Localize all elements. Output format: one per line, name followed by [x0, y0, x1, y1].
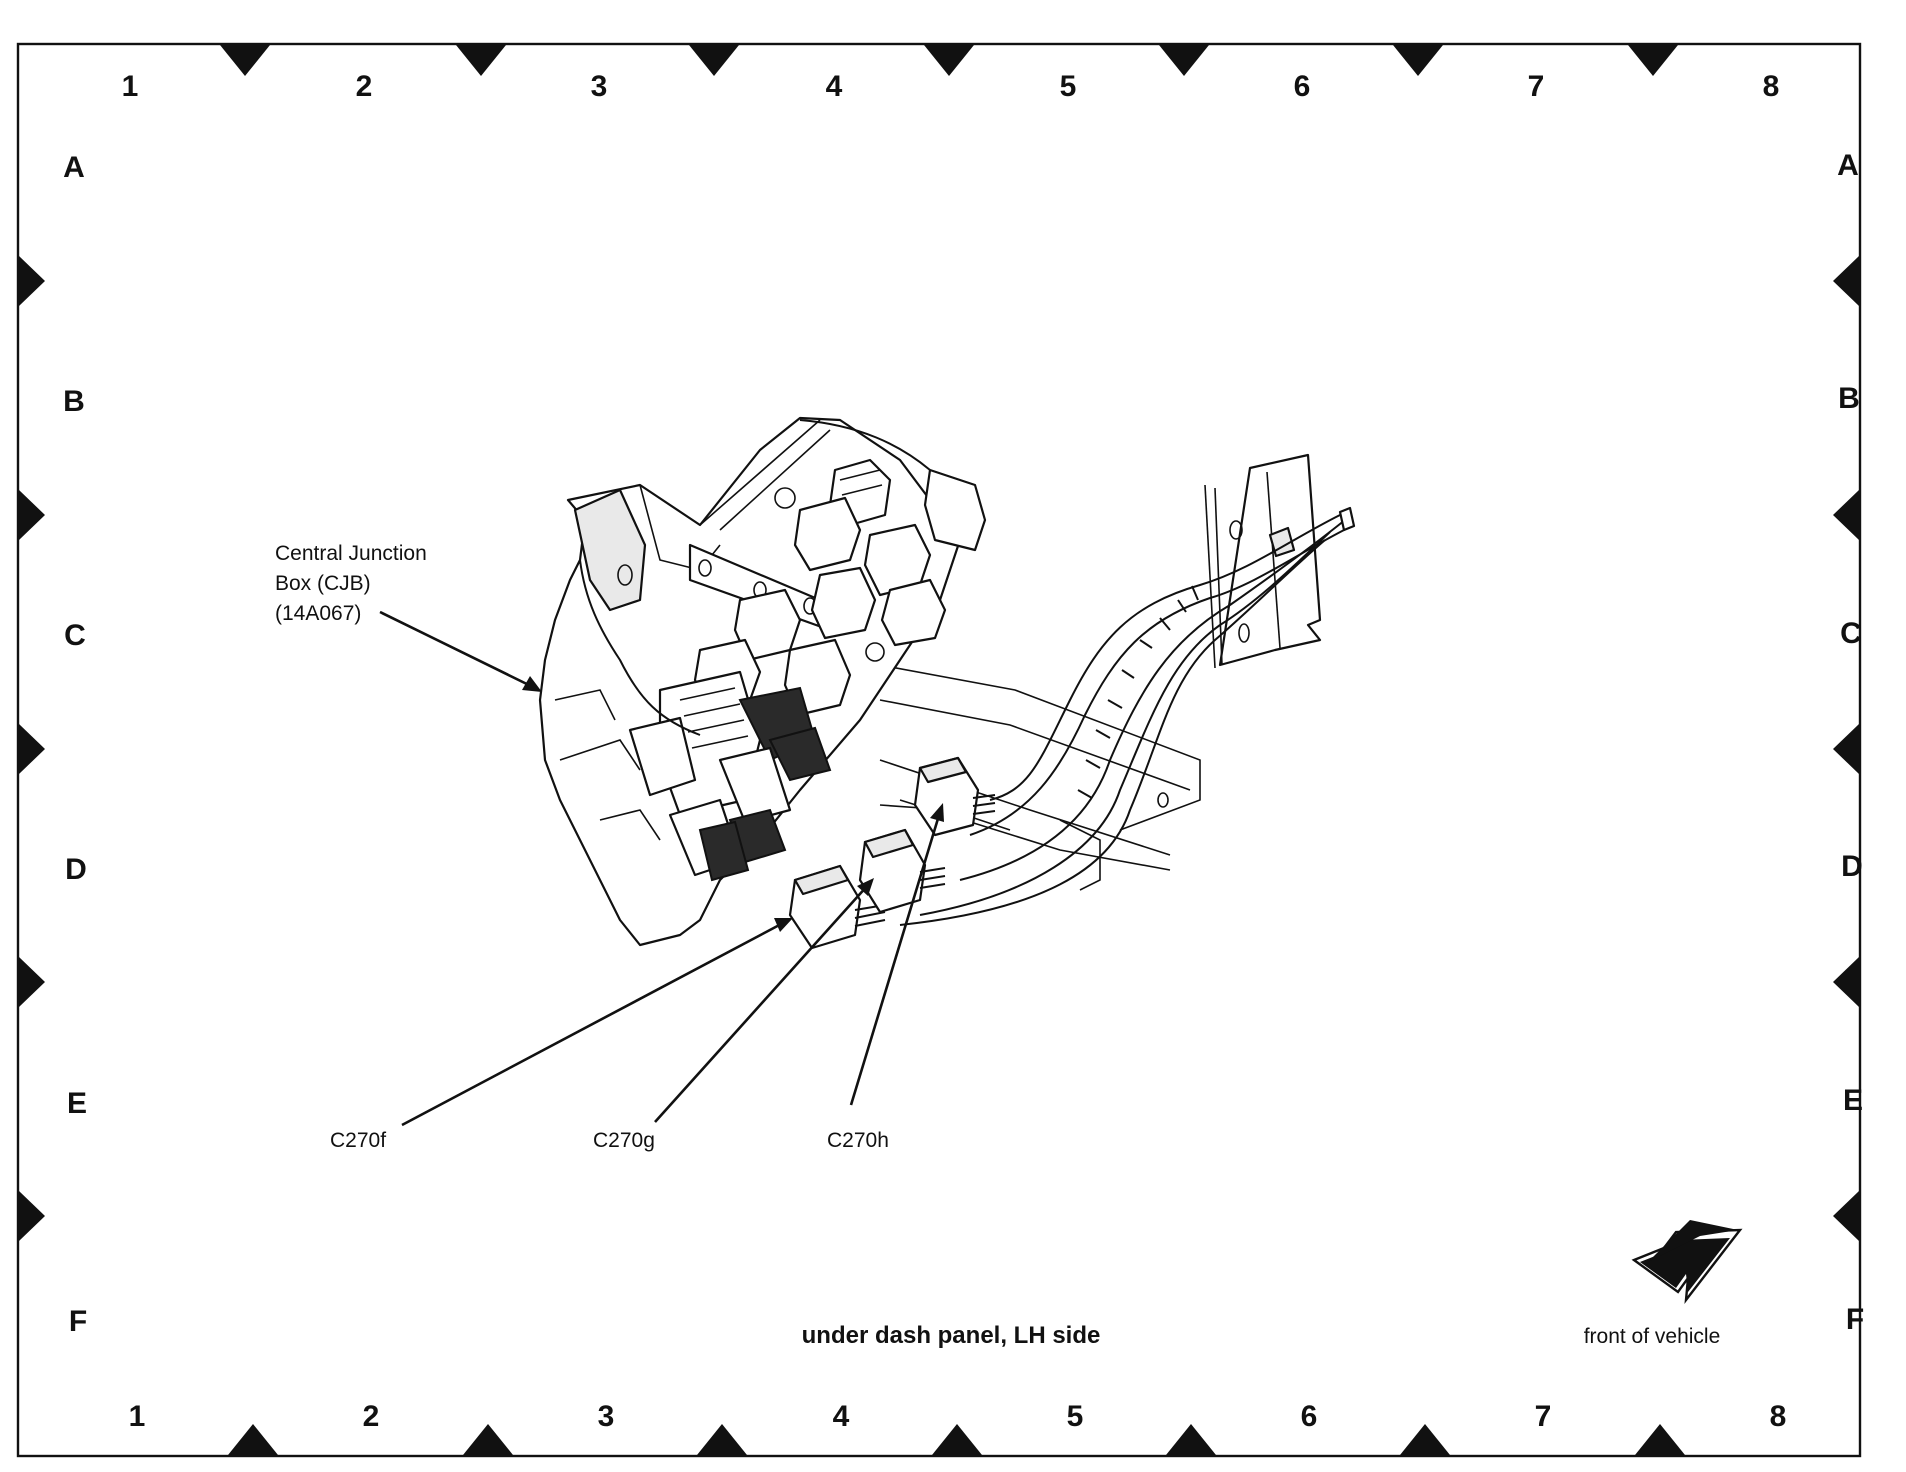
column-label: 5: [1067, 1400, 1084, 1433]
column-label: 5: [1060, 70, 1077, 103]
left-edge-markers: [19, 256, 45, 1241]
callout-c270g-label: C270g: [593, 1129, 655, 1152]
callout-c270g: C270g: [593, 878, 874, 1152]
column-label: 6: [1294, 70, 1311, 103]
column-label: 1: [129, 1400, 146, 1433]
callout-c270f-label: C270f: [330, 1129, 386, 1152]
connector-c270g: [858, 828, 946, 914]
bottom-edge-markers: [228, 1424, 1685, 1455]
front-of-vehicle-label: front of vehicle: [1584, 1325, 1721, 1348]
column-label: 2: [363, 1400, 380, 1433]
column-label: 4: [826, 70, 843, 103]
row-label: E: [67, 1087, 87, 1120]
column-label: 4: [833, 1400, 850, 1433]
row-label: D: [65, 853, 87, 886]
row-label: D: [1841, 850, 1863, 883]
callout-cjb-line-1: Central Junction: [275, 542, 427, 565]
connector-c270f: [788, 864, 886, 950]
row-label: A: [1837, 149, 1859, 182]
wire-harness: [899, 506, 1356, 926]
callout-cjb: Central Junction Box (CJB) (14A067): [275, 542, 542, 692]
column-label: 8: [1770, 1400, 1787, 1433]
mounting-bracket: [1204, 453, 1322, 669]
column-label: 1: [122, 70, 139, 103]
right-edge-markers: [1833, 256, 1859, 1241]
arrow-up-right-icon: [1631, 1220, 1743, 1304]
row-label: C: [64, 619, 86, 652]
diagram-frame: [16, 42, 1862, 1458]
column-label: 7: [1528, 70, 1545, 103]
row-label: F: [69, 1305, 87, 1338]
column-label: 8: [1763, 70, 1780, 103]
callout-c270h-label: C270h: [827, 1129, 889, 1152]
callout-cjb-line-3: (14A067): [275, 602, 361, 625]
connector-c270h: [913, 756, 996, 837]
callout-c270h: C270h: [827, 803, 944, 1152]
callout-c270f: C270f: [330, 918, 793, 1152]
row-label: B: [1838, 382, 1860, 415]
column-labels-top: 1 2 3 4 5 6 7 8: [122, 70, 1780, 103]
front-of-vehicle-indicator: front of vehicle: [1584, 1220, 1743, 1348]
diagram-caption: under dash panel, LH side: [802, 1322, 1101, 1349]
column-labels-bottom: 1 2 3 4 5 6 7 8: [129, 1400, 1787, 1433]
row-label: B: [63, 385, 85, 418]
column-label: 3: [591, 70, 608, 103]
column-label: 3: [598, 1400, 615, 1433]
row-label: E: [1843, 1084, 1863, 1117]
central-junction-box: [538, 416, 987, 947]
row-label: C: [1840, 617, 1862, 650]
column-label: 6: [1301, 1400, 1318, 1433]
row-labels-left: A B C D E F: [63, 151, 87, 1338]
row-label: A: [63, 151, 85, 184]
callout-cjb-line-2: Box (CJB): [275, 572, 371, 595]
row-labels-right: A B C D E F: [1837, 149, 1864, 1336]
column-label: 7: [1535, 1400, 1552, 1433]
column-label: 2: [356, 70, 373, 103]
top-edge-markers: [220, 45, 1678, 76]
row-label: F: [1846, 1303, 1864, 1336]
